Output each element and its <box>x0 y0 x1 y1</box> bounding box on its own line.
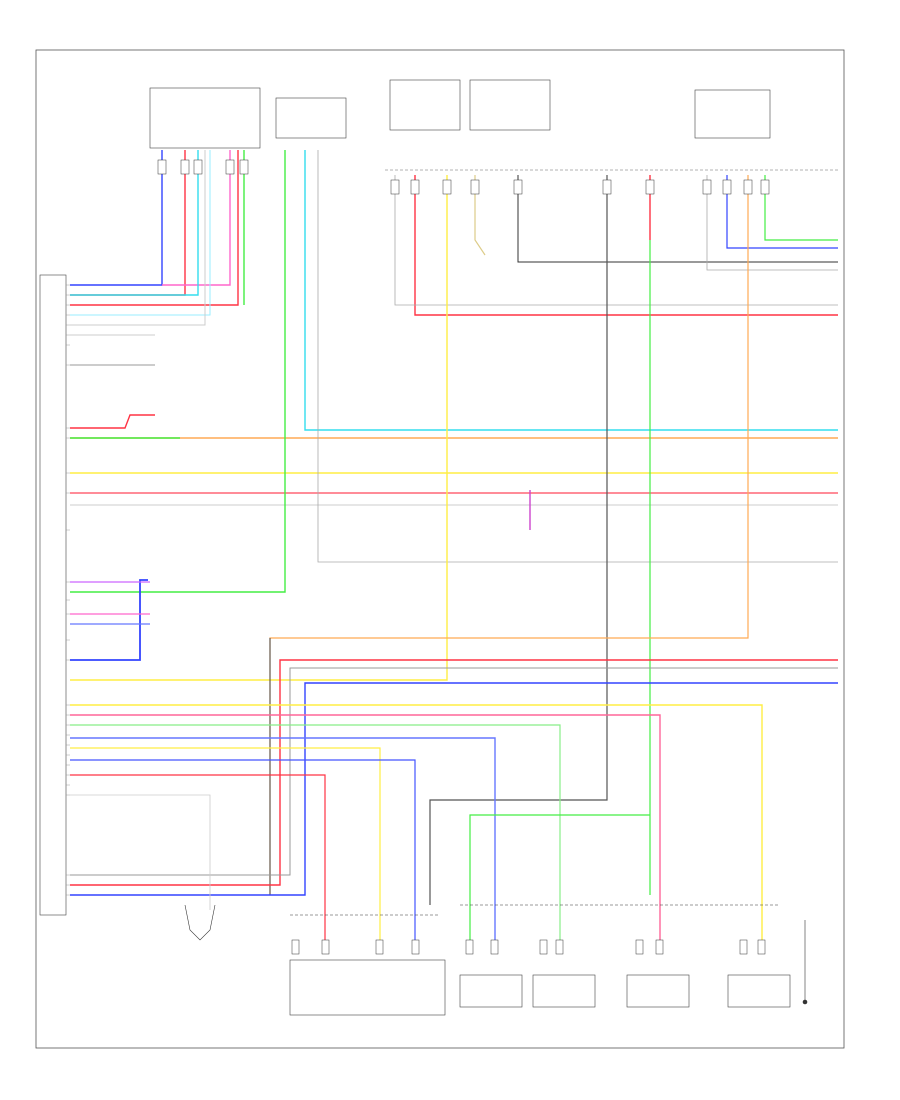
injector-3-box <box>626 974 690 1008</box>
wire-gray-hvac <box>70 150 206 326</box>
wire-green-to-inj <box>469 814 650 940</box>
connector-pins-top <box>157 159 770 195</box>
wire-cyan-long <box>304 150 838 431</box>
diagram-frame <box>35 49 845 1049</box>
immobiliser-box <box>275 97 347 139</box>
wire-green-immob <box>70 150 286 593</box>
wire-blue-inj <box>70 737 496 940</box>
wire-red-hvac-2 <box>70 150 239 306</box>
wire-blue-bracket <box>70 579 148 661</box>
wire-red-short <box>70 414 155 429</box>
connector-pins-bottom <box>291 939 766 955</box>
fuse-block-top-box <box>469 79 551 131</box>
throttle-body-box <box>289 959 446 1016</box>
wire-red-inj <box>70 774 326 940</box>
injector-4-box <box>727 974 791 1008</box>
wire-blue-inj-2 <box>70 759 416 940</box>
wire-blue-hvac <box>70 150 163 286</box>
wire-pink-inj <box>70 714 661 940</box>
wire-green-inj <box>70 724 561 940</box>
wire-green-main <box>764 175 838 241</box>
wire-gray-ign <box>394 175 838 306</box>
hvac-ecu-box <box>149 87 261 149</box>
wire-red-ign <box>414 175 838 316</box>
wire-cyan-hvac-2 <box>70 150 211 316</box>
wire-yellow-inj <box>70 704 763 940</box>
wire-red-lower <box>70 659 838 886</box>
wire-gray-main <box>706 175 838 271</box>
ecm-connector <box>39 274 67 916</box>
main-relay-box <box>694 89 771 139</box>
ecm-pin-ticks <box>66 284 70 896</box>
wire-gray-inj <box>70 794 211 910</box>
wire-orange-main <box>269 175 749 895</box>
wire-gray-mid <box>317 150 838 563</box>
wire-yellow-inj-2 <box>70 747 381 940</box>
ground-symbol-crank <box>802 920 808 1005</box>
wire-red-hvac-1 <box>70 150 186 296</box>
ignition-relay-box <box>389 79 461 131</box>
injector-2-box <box>532 974 596 1008</box>
wire-cyan-hvac <box>70 150 199 296</box>
wire-blue-lower <box>70 682 838 896</box>
wire-pink-hvac <box>162 150 231 286</box>
wire-gray-lower <box>70 667 838 876</box>
ground-symbol-ecm <box>184 904 216 941</box>
wire-yellow-ign <box>70 175 448 681</box>
wire-blue-main <box>726 175 838 249</box>
injector-1-box <box>459 974 523 1008</box>
wire-dark-fuse <box>429 175 608 905</box>
wire-dark-main <box>517 175 838 263</box>
wire-tan-ign <box>474 175 486 256</box>
